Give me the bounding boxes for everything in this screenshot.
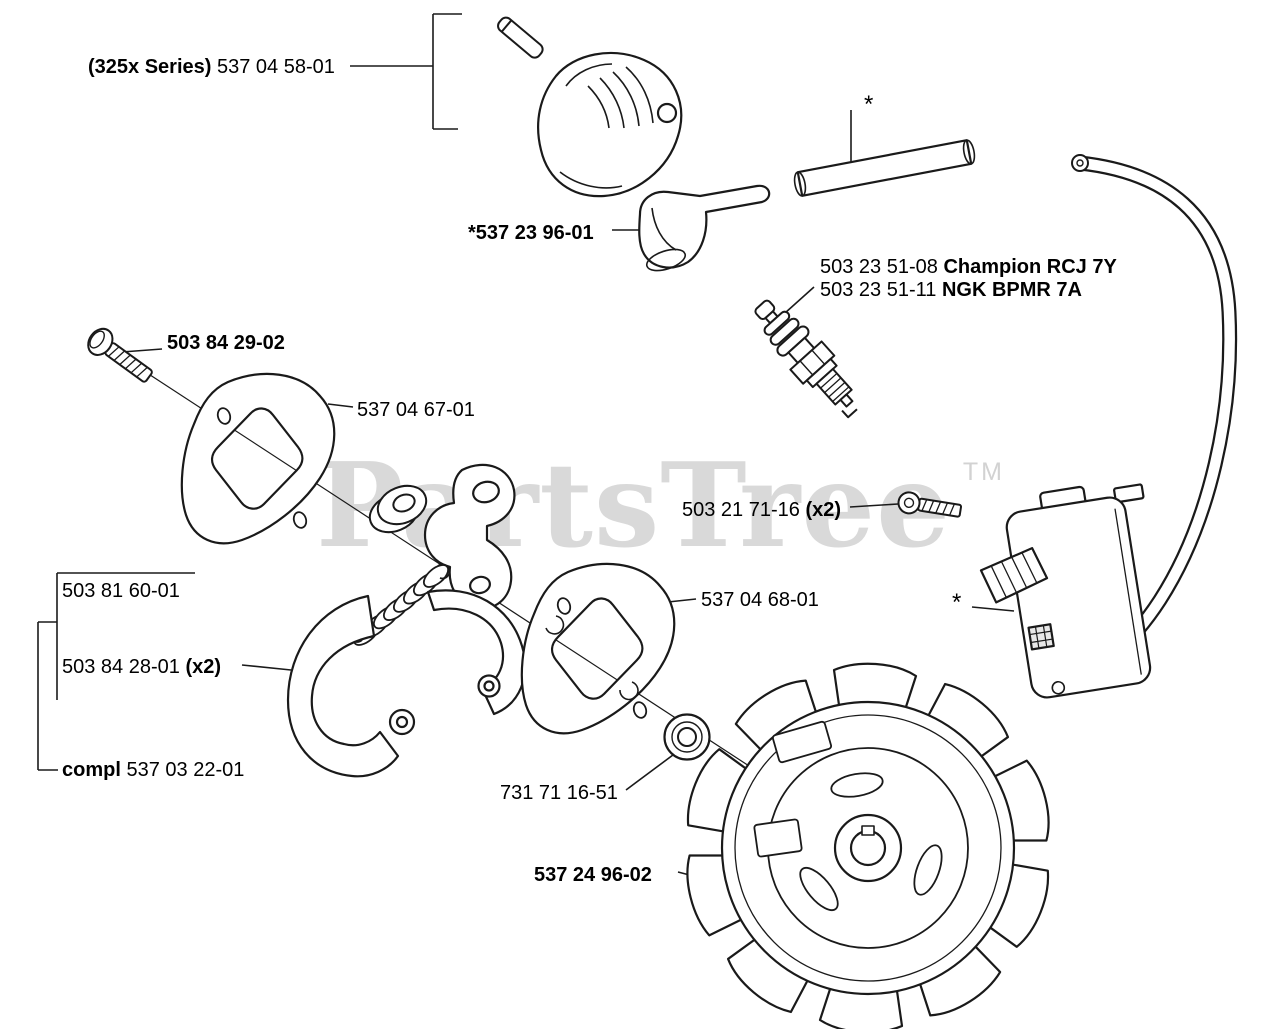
label-ignition-screw: 503 21 71-16 (x2) xyxy=(682,499,841,521)
label-spark-plug-ngk-model: NGK BPMR 7A xyxy=(941,279,1082,301)
plug-cover-drawing xyxy=(537,51,683,198)
rear-plate-drawing xyxy=(520,562,676,735)
label-boot-assembly-series: (325x Series) xyxy=(88,56,212,78)
label-front-screw-number: 503 84 29-02 xyxy=(167,332,285,354)
label-front-plate: 537 04 67-01 xyxy=(357,399,475,421)
label-clutch-complete-prefix: compl xyxy=(62,759,121,781)
label-spark-plug-champion: 503 23 51-08 Champion RCJ 7Y xyxy=(820,256,1117,278)
label-front-plate-number: 537 04 67-01 xyxy=(357,399,475,421)
label-clutch-complete-number: 537 03 22-01 xyxy=(120,759,245,781)
clutch-hub-drawing xyxy=(423,463,516,610)
label-clutch-shoe: 503 84 28-01 (x2) xyxy=(62,656,221,678)
ignition-module-drawing xyxy=(979,483,1152,699)
label-spark-plug-ngk-number: 503 23 51-11 xyxy=(820,279,942,301)
wire-tube-drawing xyxy=(793,139,976,197)
label-nut-number: 731 71 16-51 xyxy=(500,782,618,804)
clutch-shoes-drawing xyxy=(286,589,527,778)
plug-boot-drawing xyxy=(638,184,771,272)
flywheel-drawing xyxy=(676,662,1060,1029)
label-spark-plug-champion-model: Champion RCJ 7Y xyxy=(943,256,1117,278)
front-plate-drawing xyxy=(180,372,336,545)
label-nut: 731 71 16-51 xyxy=(500,782,618,804)
label-spark-plug-champion-number: 503 23 51-08 xyxy=(820,256,944,278)
label-boot-assembly-number: 537 04 58-01 xyxy=(211,56,335,78)
label-boot-assembly: (325x Series) 537 04 58-01 xyxy=(88,56,335,78)
label-front-screw: 503 84 29-02 xyxy=(167,332,285,354)
label-spring: 503 81 60-01 xyxy=(62,580,180,602)
label-clutch-shoe-number: 503 84 28-01 xyxy=(62,656,186,678)
label-clutch-complete: compl 537 03 22-01 xyxy=(62,759,244,781)
label-rear-plate: 537 04 68-01 xyxy=(701,589,819,611)
nut-drawing xyxy=(663,713,711,761)
label-ignition-screw-qty: (x2) xyxy=(805,499,842,521)
label-flywheel: 537 24 96-02 xyxy=(534,864,652,886)
label-rear-plate-number: 537 04 68-01 xyxy=(701,589,819,611)
watermark-trademark: TM xyxy=(962,458,1005,486)
spark-plug-drawing xyxy=(754,299,858,419)
front-screw-drawing xyxy=(87,327,153,383)
label-module-asterisk: * xyxy=(952,589,962,616)
collar-drawing xyxy=(368,484,428,534)
label-plug-boot: *537 23 96-01 xyxy=(468,222,594,244)
label-ignition-screw-number: 503 21 71-16 xyxy=(682,499,806,521)
label-clutch-shoe-qty: (x2) xyxy=(185,656,222,678)
label-spark-plug-ngk: 503 23 51-11 NGK BPMR 7A xyxy=(820,279,1082,301)
label-plug-boot-number: *537 23 96-01 xyxy=(468,222,594,244)
module-screw-drawing xyxy=(897,491,963,518)
label-flywheel-number: 537 24 96-02 xyxy=(534,864,652,886)
pin-drawing xyxy=(497,16,544,59)
label-tube-asterisk: * xyxy=(864,91,874,118)
label-spring-number: 503 81 60-01 xyxy=(62,580,180,602)
